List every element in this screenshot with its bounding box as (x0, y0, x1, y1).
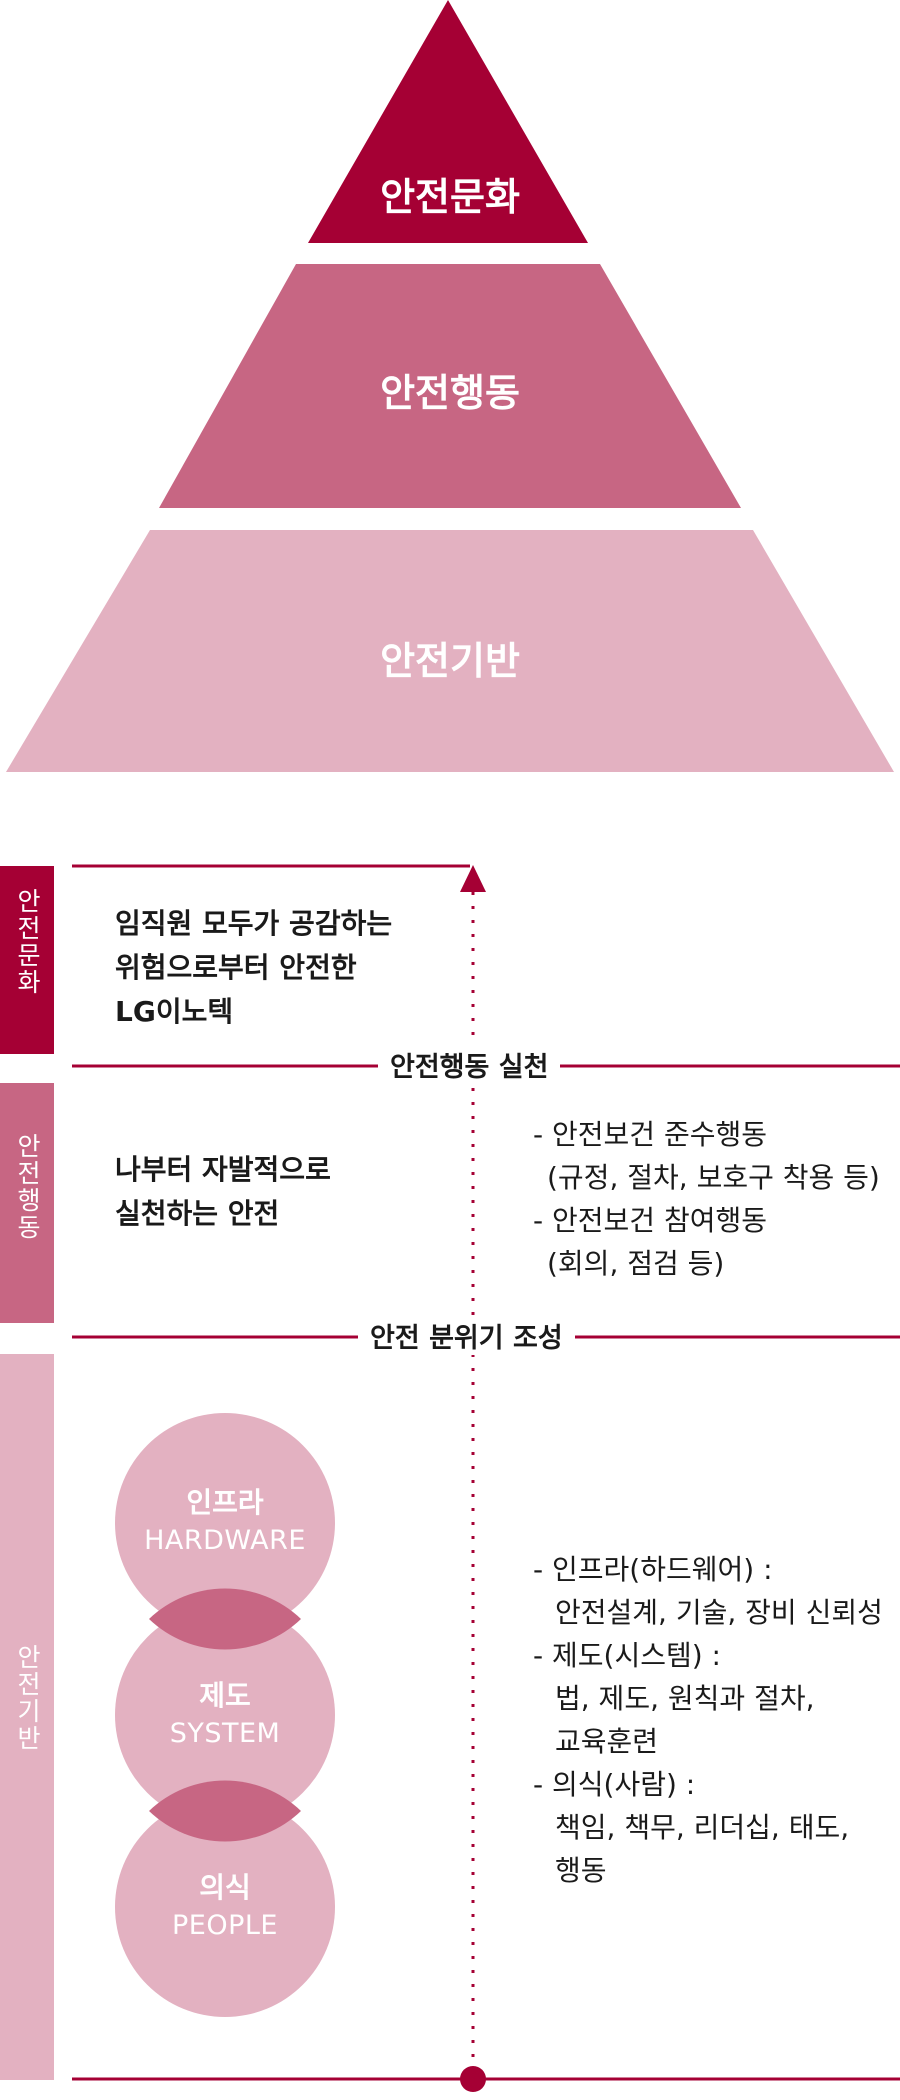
side-bar-behavior: 안전행동 (0, 1083, 54, 1323)
pyramid-label-culture: 안전문화 (380, 175, 520, 219)
pyramid-label-foundation: 안전기반 (380, 639, 520, 683)
list-item: - 안전보건 참여행동 (533, 1204, 767, 1237)
side-bar-culture: 안전문화 (0, 866, 54, 1054)
bottom-dot-icon (460, 2066, 486, 2092)
behavior-line: 실천하는 안전 (115, 1197, 280, 1230)
circle-people (115, 1797, 335, 2017)
list-item: 교육훈련 (555, 1725, 659, 1758)
list-item: - 인프라(하드웨어) : (533, 1553, 773, 1586)
list-item: - 안전보건 준수행동 (533, 1118, 767, 1151)
behavior-description: 나부터 자발적으로 실천하는 안전 (115, 1148, 331, 1236)
pyramid-tier-foundation (6, 530, 894, 772)
circle-label-system: 제도 SYSTEM (110, 1677, 340, 1753)
culture-line: 임직원 모두가 공감하는 (115, 907, 393, 940)
safety-pyramid (6, 0, 894, 772)
side-label-behavior: 안전행동 (13, 1133, 42, 1241)
list-item: 책임, 책무, 리더십, 태도, (555, 1811, 850, 1844)
divider-label-practice: 안전행동 실천 (378, 1045, 561, 1084)
behavior-line: 나부터 자발적으로 (115, 1153, 331, 1186)
circle-label-ko: 의식 (199, 1871, 251, 1904)
pyramid-label-behavior: 안전행동 (380, 371, 520, 415)
circle-label-ko: 인프라 (186, 1486, 264, 1519)
circle-hardware (115, 1413, 335, 1633)
circle-label-ko: 제도 (199, 1679, 251, 1712)
circle-label-en: HARDWARE (144, 1525, 306, 1556)
side-bar-foundation: 안전기반 (0, 1354, 54, 2080)
divider-label-atmosphere: 안전 분위기 조성 (358, 1316, 575, 1355)
culture-line: LG이노텍 (115, 995, 234, 1028)
list-item: - 의식(사람) : (533, 1768, 696, 1801)
foundation-list: - 인프라(하드웨어) : 안전설계, 기술, 장비 신뢰성 - 제도(시스템)… (533, 1548, 883, 1892)
list-item: 안전설계, 기술, 장비 신뢰성 (555, 1596, 883, 1629)
behavior-list: - 안전보건 준수행동 (규정, 절차, 보호구 착용 등) - 안전보건 참여… (533, 1113, 880, 1285)
list-item: (회의, 점검 등) (547, 1247, 725, 1280)
up-arrow-icon (460, 865, 486, 892)
circle-label-hardware: 인프라 HARDWARE (110, 1484, 340, 1560)
overlap-system-people (149, 1780, 301, 1842)
culture-description: 임직원 모두가 공감하는 위험으로부터 안전한 LG이노텍 (115, 902, 392, 1034)
side-label-foundation: 안전기반 (13, 1644, 42, 1752)
circle-label-en: SYSTEM (169, 1718, 281, 1749)
circle-system (115, 1605, 335, 1825)
overlap-hardware-system (149, 1588, 301, 1650)
list-item: (규정, 절차, 보호구 착용 등) (547, 1161, 880, 1194)
list-item: - 제도(시스템) : (533, 1639, 721, 1672)
pyramid-tier-culture (308, 0, 588, 243)
circle-label-people: 의식 PEOPLE (110, 1869, 340, 1945)
list-item: 행동 (555, 1854, 607, 1887)
list-item: 법, 제도, 원칙과 절차, (555, 1682, 815, 1715)
pyramid-tier-behavior (159, 264, 741, 508)
culture-line: 위험으로부터 안전한 (115, 951, 357, 984)
circle-label-en: PEOPLE (172, 1910, 278, 1941)
side-label-culture: 안전문화 (13, 888, 42, 996)
